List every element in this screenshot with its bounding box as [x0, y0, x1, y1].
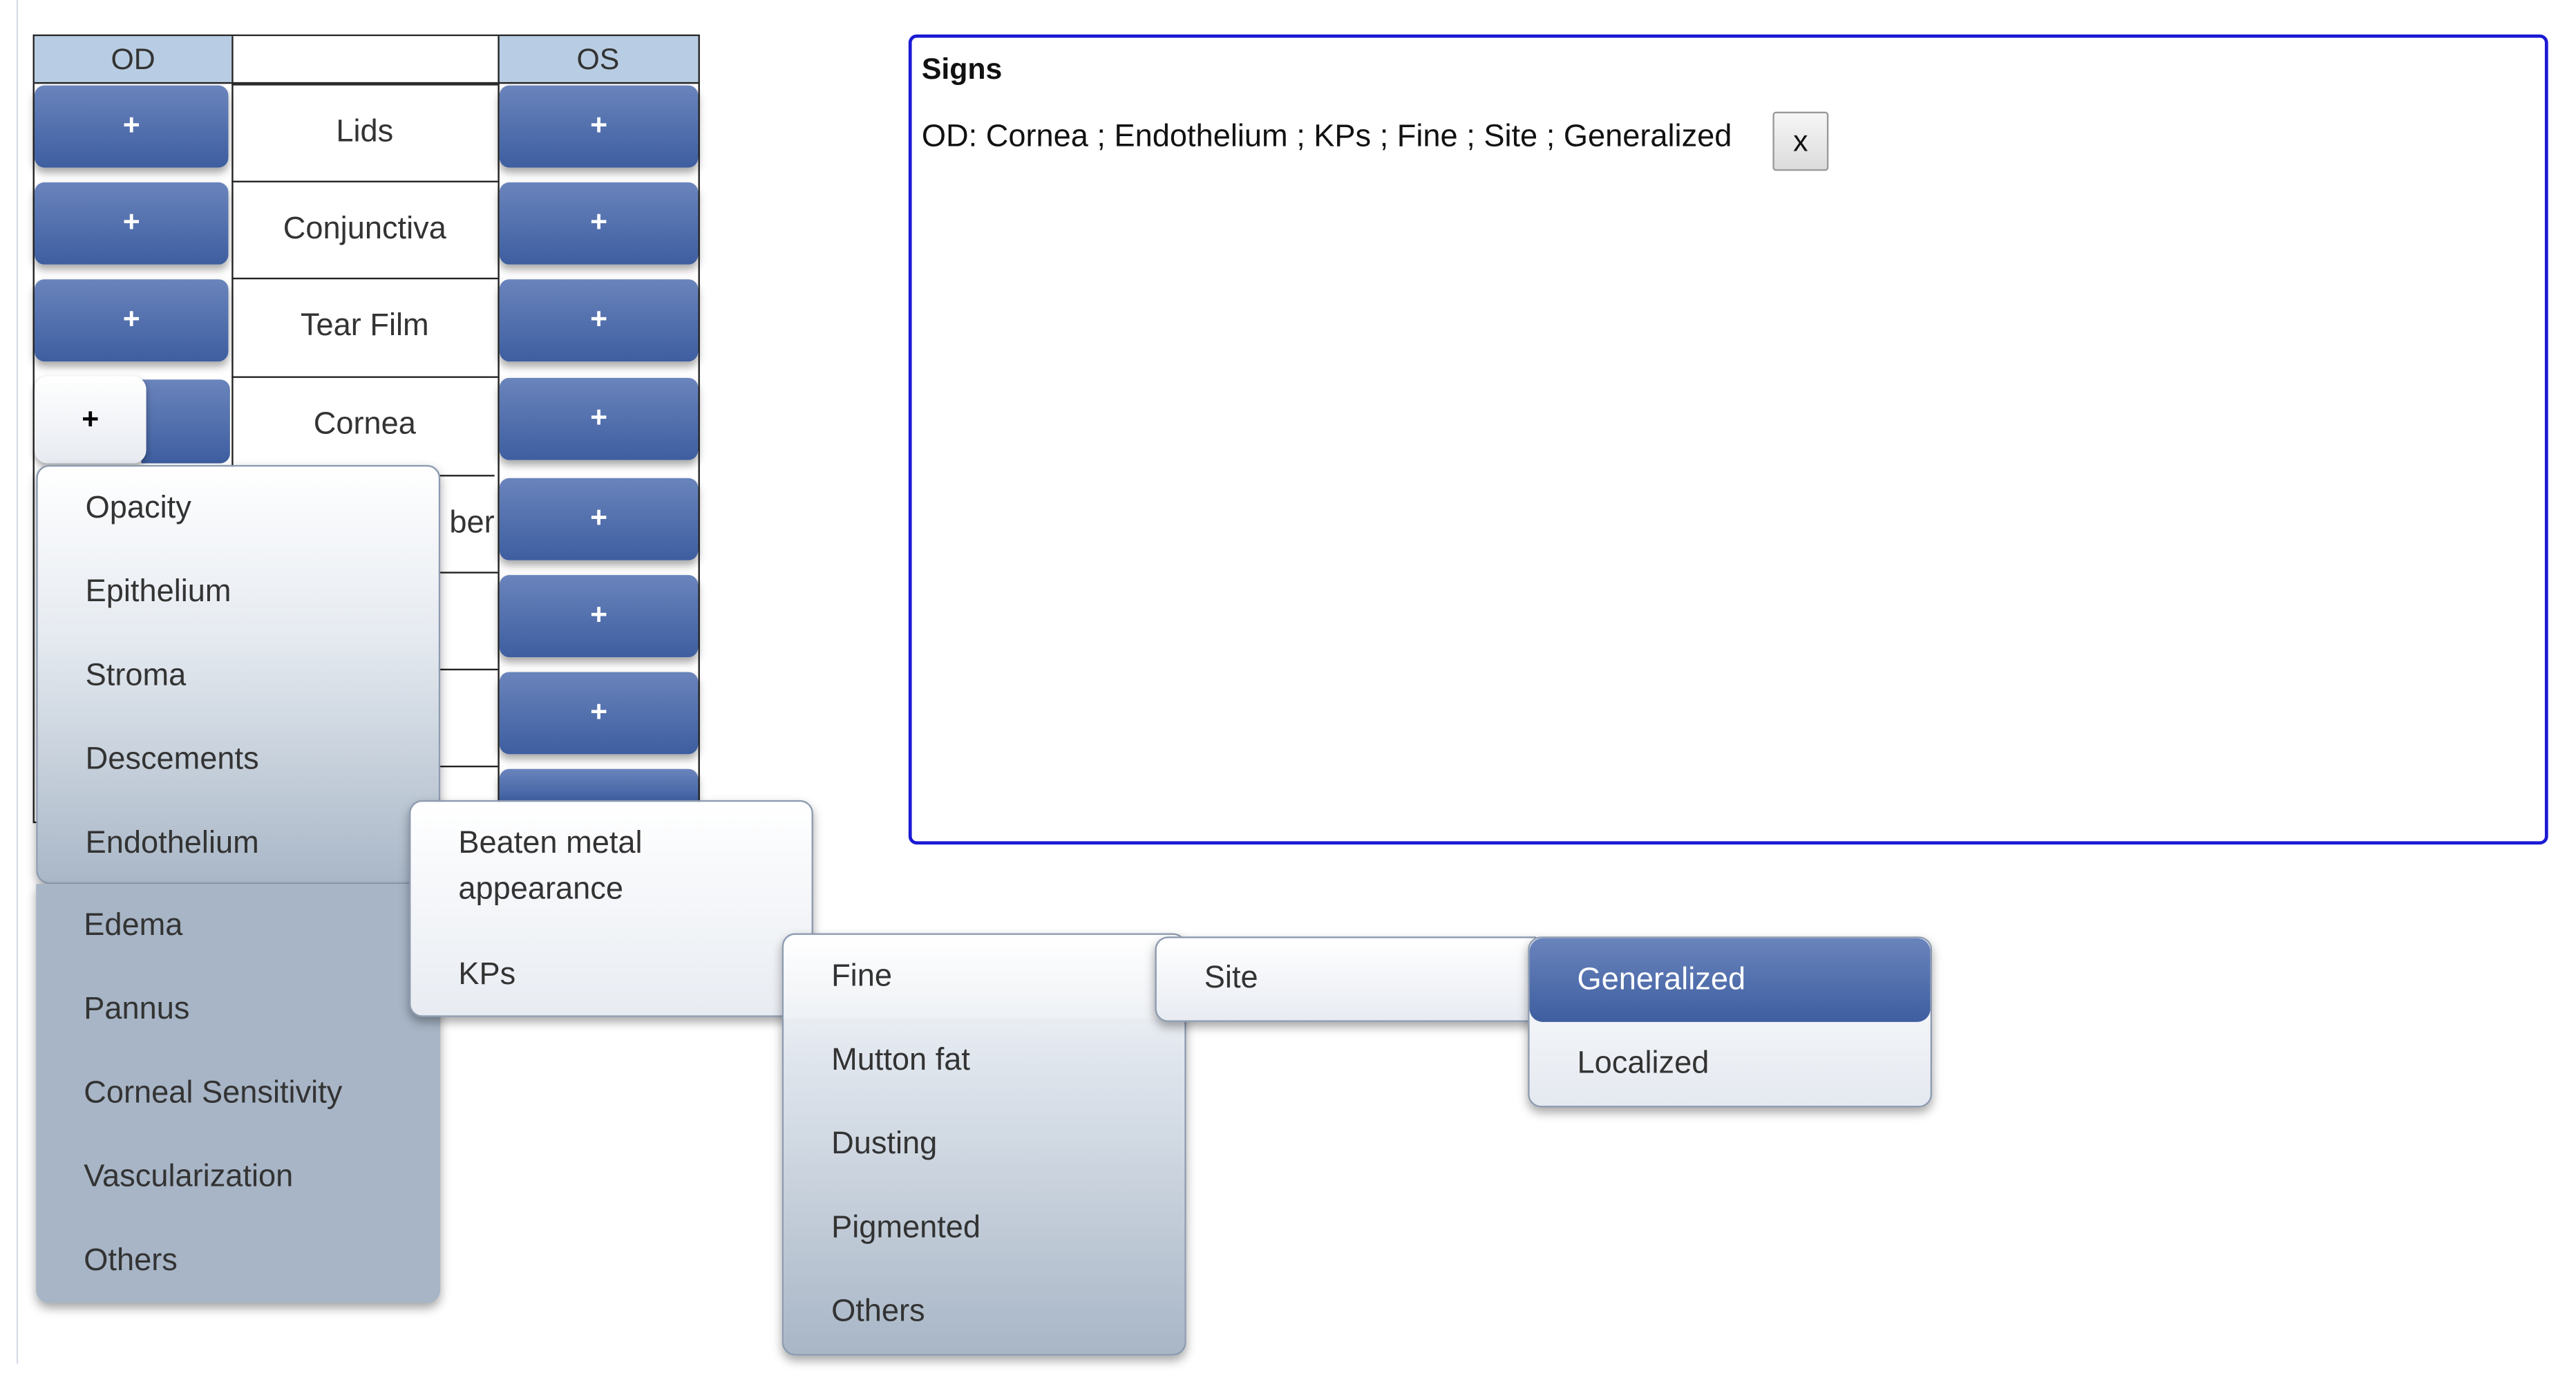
remove-sign-button[interactable]: x — [1772, 111, 1829, 171]
od-cornea-button-bg — [141, 379, 230, 464]
grid-divider — [231, 36, 234, 822]
os-add-cornea-button[interactable]: + — [499, 377, 699, 460]
os-add-anterior-chamber-button[interactable]: + — [499, 478, 699, 560]
signs-entry-text: OD: Cornea ; Endothelium ; KPs ; Fine ; … — [921, 120, 1732, 155]
os-header: OS — [498, 36, 699, 84]
menu-item-site[interactable]: Site — [1155, 936, 1537, 1022]
os-add-conjunctiva-button[interactable]: + — [499, 182, 699, 265]
menu-item-kps-others[interactable]: Others — [831, 1294, 925, 1330]
od-add-lids-button[interactable]: + — [34, 85, 229, 168]
cornea-menu: Opacity Epithelium Stroma Descements End… — [36, 464, 441, 885]
cornea-menu-lower: Edema Pannus Corneal Sensitivity Vascula… — [36, 884, 441, 1303]
menu-item-kps[interactable]: KPs — [458, 958, 516, 993]
menu-item-edema[interactable]: Edema — [84, 908, 183, 943]
od-add-conjunctiva-button[interactable]: + — [34, 182, 229, 265]
menu-item-generalized[interactable]: Generalized — [1529, 938, 1931, 1022]
endothelium-menu: Beaten metal appearance KPs — [409, 800, 813, 1017]
row-label-lids: Lids — [231, 84, 498, 180]
menu-item-pannus[interactable]: Pannus — [84, 992, 190, 1027]
menu-item-epithelium[interactable]: Epithelium — [85, 575, 231, 610]
grid-mid-header — [231, 36, 498, 84]
menu-item-descements[interactable]: Descements — [85, 742, 259, 777]
od-add-cornea-button[interactable]: + — [34, 376, 146, 464]
left-divider — [16, 0, 19, 1364]
menu-item-mutton-fat[interactable]: Mutton fat — [831, 1043, 970, 1078]
menu-item-stroma[interactable]: Stroma — [85, 659, 187, 694]
row-label-tear-film: Tear Film — [231, 277, 498, 375]
os-add-tear-film-button[interactable]: + — [499, 279, 699, 362]
menu-item-localized[interactable]: Localized — [1577, 1046, 1710, 1081]
menu-item-corneal-sensitivity[interactable]: Corneal Sensitivity — [84, 1076, 343, 1111]
site-menu: Generalized Localized — [1528, 936, 1933, 1108]
row-label-cornea: Cornea — [231, 376, 498, 473]
menu-item-fine[interactable]: Fine — [784, 934, 1185, 1019]
signs-title: Signs — [921, 53, 1003, 86]
menu-item-beaten-metal[interactable]: Beaten metal appearance — [458, 826, 643, 907]
menu-item-endothelium[interactable]: Endothelium — [85, 826, 259, 861]
os-add-row8-button[interactable] — [499, 768, 699, 802]
os-add-lids-button[interactable]: + — [499, 85, 699, 168]
signs-panel: Signs OD: Cornea ; Endothelium ; KPs ; F… — [908, 34, 2548, 845]
row-label-conjunctiva: Conjunctiva — [231, 180, 498, 278]
os-add-row7-button[interactable]: + — [499, 672, 699, 755]
menu-item-others[interactable]: Others — [84, 1243, 178, 1278]
od-add-tear-film-button[interactable]: + — [34, 279, 229, 362]
os-add-row6-button[interactable]: + — [499, 575, 699, 658]
od-header: OD — [34, 36, 232, 84]
menu-item-opacity[interactable]: Opacity — [85, 491, 191, 526]
menu-item-vascularization[interactable]: Vascularization — [84, 1160, 294, 1195]
menu-item-dusting[interactable]: Dusting — [831, 1127, 938, 1162]
menu-item-pigmented[interactable]: Pigmented — [831, 1211, 981, 1246]
grid-divider — [498, 36, 500, 822]
kps-menu: Fine Mutton fat Dusting Pigmented Others — [782, 933, 1186, 1356]
